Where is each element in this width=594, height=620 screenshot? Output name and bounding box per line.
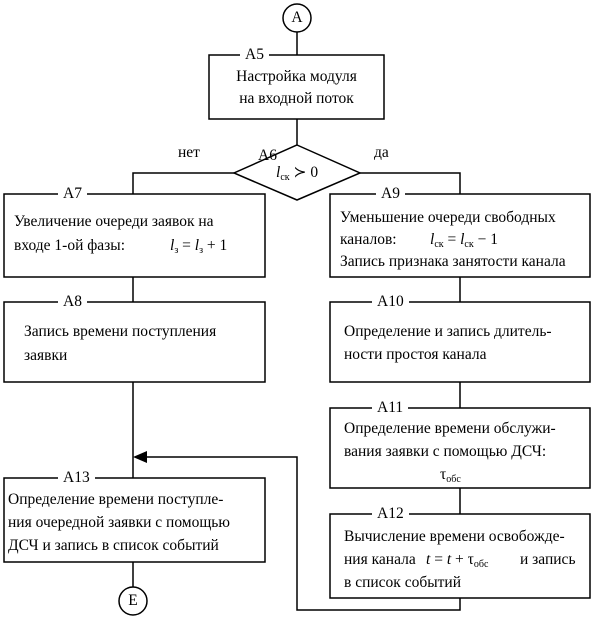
block-a10-box xyxy=(329,301,591,383)
block-a9-formula: lск = lск − 1 xyxy=(430,231,498,250)
block-a7-id: A7 xyxy=(58,186,87,202)
block-a5-id: A5 xyxy=(240,47,269,63)
block-a10-line1: Определение и запись длитель- xyxy=(344,323,552,340)
block-a11-line1: Определение времени обслужи- xyxy=(344,420,556,437)
decision-no-label: нет xyxy=(178,144,200,161)
block-a12-line2: ния канала xyxy=(344,551,416,568)
block-a12-id: A12 xyxy=(372,506,409,522)
block-a13-line3: ДСЧ и запись в список событий xyxy=(8,537,219,554)
block-a9-line1: Уменьшение очереди свободных xyxy=(340,209,556,226)
block-a10-line2: ности простоя канала xyxy=(344,346,487,363)
block-a7-line1: Увеличение очереди заявок на xyxy=(14,213,214,230)
block-a12-line3: в список событий xyxy=(344,574,461,591)
block-a8-line2: заявки xyxy=(24,347,68,364)
loop-arrowhead xyxy=(133,451,147,463)
decision-a6-id: A6 xyxy=(258,147,277,164)
block-a9-line3: Запись признака занятости канала xyxy=(340,253,566,270)
block-a12-formula: t = t + τобс xyxy=(426,551,489,570)
block-a13-box xyxy=(3,477,266,563)
start-connector-label: A xyxy=(291,9,303,26)
block-a11-tau: τобс xyxy=(440,466,461,485)
block-a5-line1: Настройка модуля xyxy=(236,68,357,85)
block-a13-line2: ния очередной заявки с помощью xyxy=(8,514,230,531)
block-a12-line1: Вычисление времени освобожде- xyxy=(344,528,565,545)
block-a9-line2: каналов: xyxy=(340,231,397,248)
block-a7-box xyxy=(3,193,266,278)
block-a7-line2: входе 1-ой фазы: xyxy=(14,237,126,254)
block-a8-box xyxy=(3,301,266,383)
block-a11-line2: вания заявки с помощью ДСЧ: xyxy=(344,443,547,460)
block-a5-box xyxy=(208,54,385,120)
block-a12-line2-tail: и запись xyxy=(520,551,576,568)
block-a13-line1: Определение времени поступле- xyxy=(8,491,224,508)
block-a13-id: A13 xyxy=(58,470,95,486)
block-a5-line2: на входной поток xyxy=(239,90,354,107)
block-a9-id: A9 xyxy=(376,186,405,202)
block-a10-id: A10 xyxy=(372,294,409,310)
decision-a6-condition: lск ≻ 0 xyxy=(276,164,319,183)
block-a11-id: A11 xyxy=(372,400,409,416)
block-a8-id: A8 xyxy=(58,294,87,310)
decision-a6-diamond xyxy=(232,144,362,201)
block-a7-formula: lз = lз + 1 xyxy=(170,237,228,256)
block-a8-line1: Запись времени поступления xyxy=(24,323,217,340)
decision-yes-label: да xyxy=(374,144,389,161)
end-connector-label: E xyxy=(128,592,138,609)
